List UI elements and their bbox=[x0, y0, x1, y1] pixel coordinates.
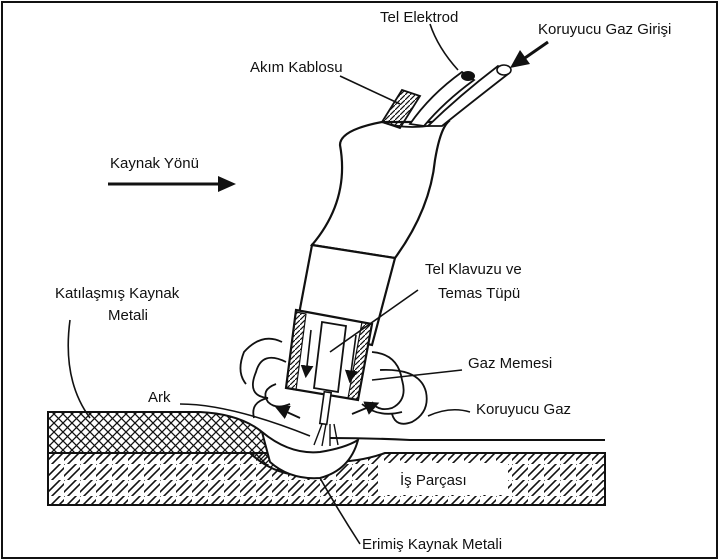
gas-curl-right-1 bbox=[371, 351, 405, 411]
gas-curl-left-2 bbox=[239, 337, 283, 385]
wire-electrode-tube bbox=[408, 70, 476, 127]
welding-torch bbox=[284, 120, 451, 447]
label-katilasmis-1: Katılaşmış Kaynak bbox=[55, 285, 180, 302]
label-tel-elektrod: Tel Elektrod bbox=[380, 9, 458, 26]
labels: Tel Elektrod Koruyucu Gaz Girişi Akım Ka… bbox=[55, 9, 671, 553]
label-gaz-memesi: Gaz Memesi bbox=[468, 355, 552, 372]
label-erimis-kaynak-metali: Erimiş Kaynak Metali bbox=[362, 536, 502, 553]
gas-curl-right-2 bbox=[379, 369, 428, 425]
label-is-parcasi: İş Parçası bbox=[400, 471, 467, 489]
label-tel-klavuzu-2: Temas Tüpü bbox=[438, 285, 520, 302]
electrode-tube-end bbox=[461, 71, 475, 81]
workpiece: İş Parçası bbox=[47, 411, 606, 506]
leader-gaz-memesi bbox=[371, 369, 463, 381]
leader-erimis bbox=[319, 477, 361, 545]
label-tel-klavuzu-1: Tel Klavuzu ve bbox=[425, 261, 522, 278]
gas-arrow-right bbox=[351, 401, 380, 415]
contact-tube bbox=[313, 320, 347, 394]
leader-ark bbox=[179, 403, 311, 437]
leader-tel-klavuzu bbox=[329, 289, 419, 353]
arc bbox=[313, 423, 339, 447]
wire-electrode bbox=[318, 390, 333, 426]
current-cable bbox=[380, 88, 422, 130]
leader-koruyucu-gaz bbox=[427, 408, 471, 417]
gas-hose-end bbox=[496, 64, 512, 76]
leader-tel-elektrod bbox=[429, 23, 459, 71]
gas-flow-arrow-left bbox=[300, 329, 314, 379]
gas-curl-left-1 bbox=[252, 356, 287, 419]
leader-lines bbox=[67, 23, 471, 545]
torch-cables bbox=[380, 64, 512, 130]
label-katilasmis-2: Metali bbox=[108, 307, 148, 324]
gas-arrow-left bbox=[274, 405, 301, 420]
plate-top-surface bbox=[329, 437, 605, 441]
shielding-gas-cloud bbox=[239, 337, 428, 425]
gas-flow-arrow-right bbox=[344, 334, 358, 384]
gas-inlet-arrow bbox=[510, 40, 549, 68]
welding-direction-arrow bbox=[108, 176, 236, 192]
label-koruyucu-gaz: Koruyucu Gaz bbox=[476, 401, 571, 418]
label-ark: Ark bbox=[148, 389, 171, 406]
nozzle-wall-left bbox=[285, 311, 307, 391]
workpiece-label-box bbox=[378, 463, 508, 495]
label-koruyucu-gaz-girisi: Koruyucu Gaz Girişi bbox=[538, 21, 671, 38]
leader-katilasmis bbox=[67, 319, 91, 419]
torch-hose bbox=[309, 120, 451, 260]
leader-akim-kablosu bbox=[339, 75, 401, 105]
molten-weld-pool bbox=[260, 429, 360, 480]
label-akim-kablosu: Akım Kablosu bbox=[250, 59, 343, 76]
label-kaynak-yonu: Kaynak Yönü bbox=[110, 155, 199, 172]
